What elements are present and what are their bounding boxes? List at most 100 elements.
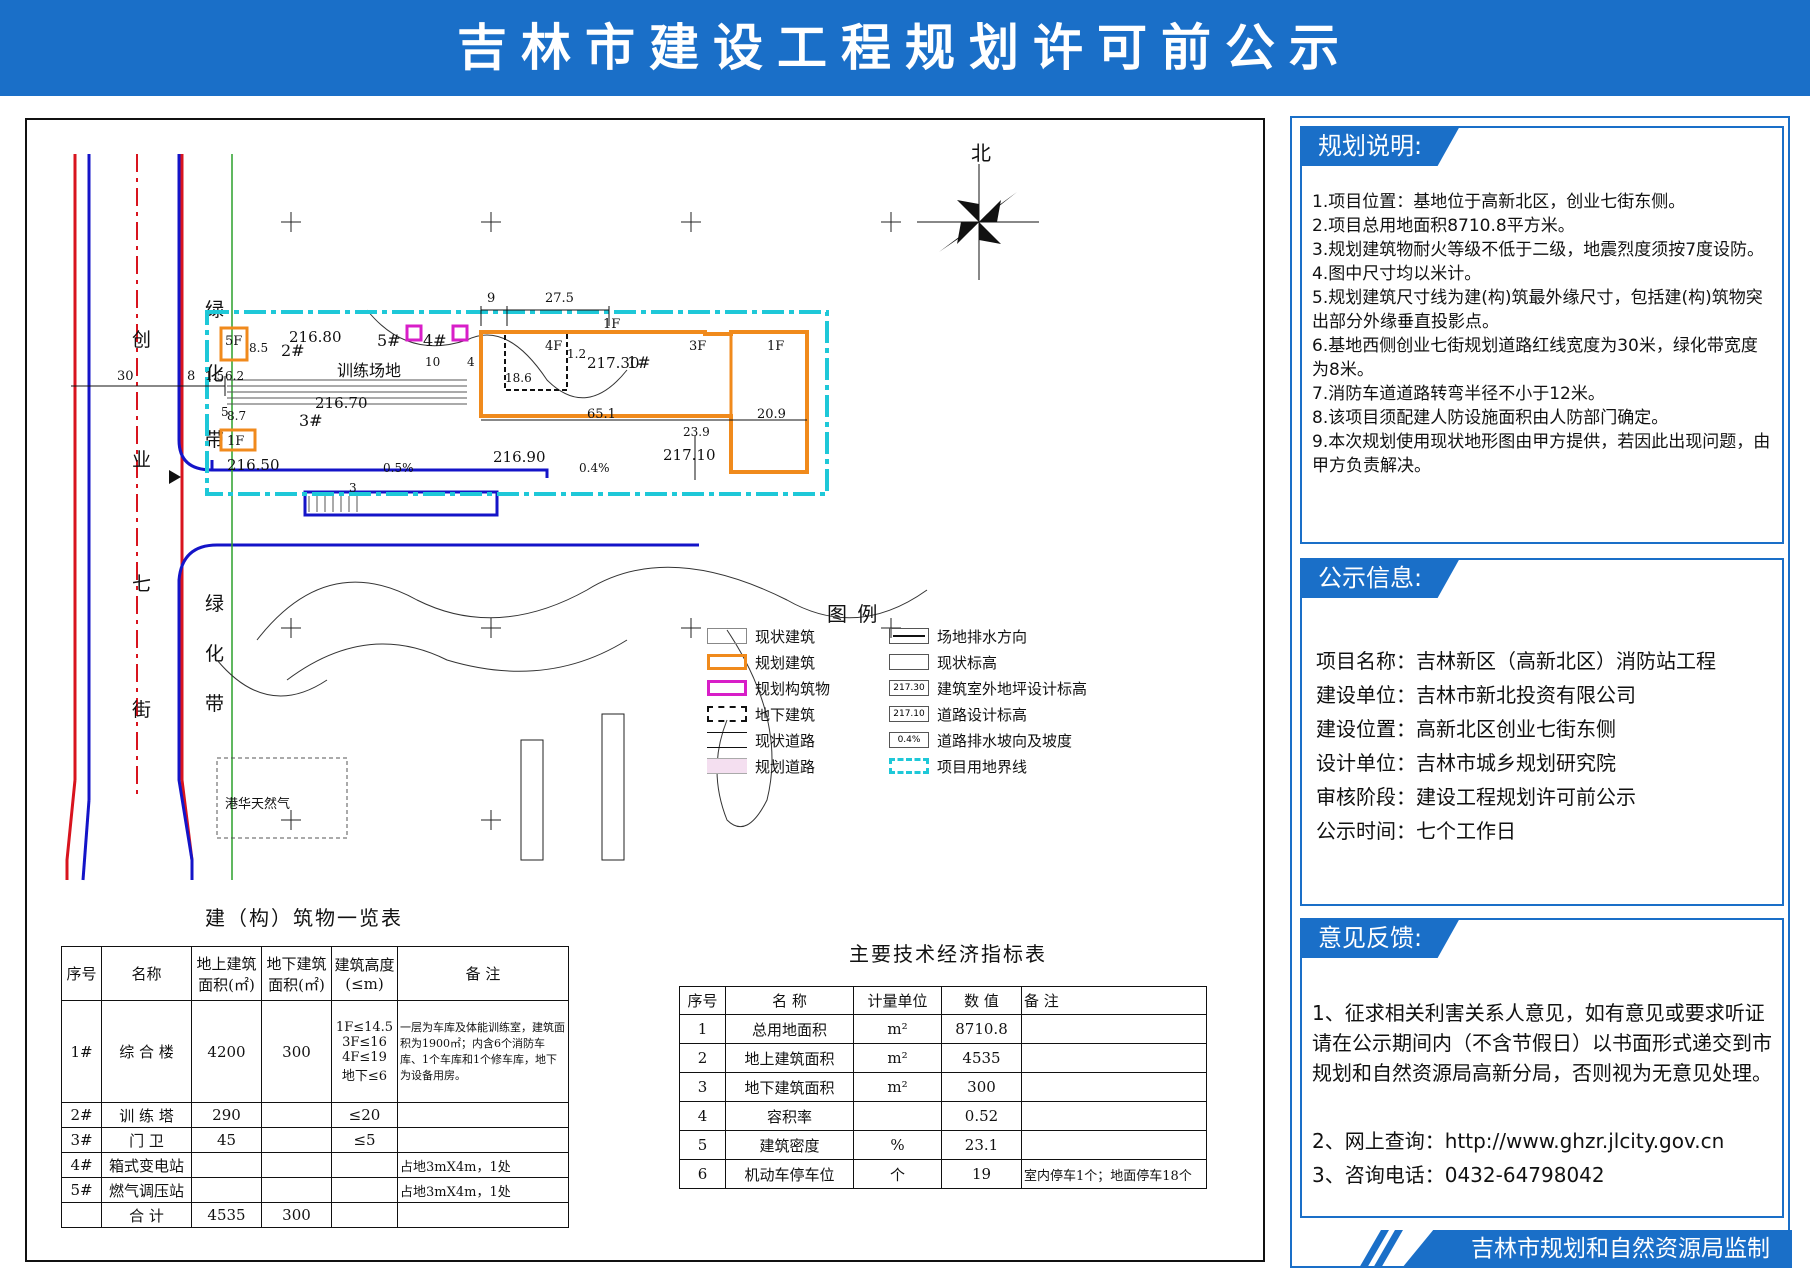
cell [1021, 1014, 1207, 1044]
cell: 一层为车库及体能训练室，建筑面积为1900㎡；内含6个消防车库、1个车库和1个修… [397, 1000, 569, 1103]
publicity-row: 审核阶段：建设工程规划许可前公示 [1316, 785, 1636, 809]
floor-tag: 5F [225, 334, 242, 349]
cell [191, 1152, 262, 1178]
cell: 3# [61, 1127, 102, 1153]
cell: 300 [261, 1202, 332, 1228]
planning-item: 2.项目总用地面积8710.8平方米。 [1312, 216, 1575, 236]
publicity-row: 建设单位：吉林市新北投资有限公司 [1316, 683, 1636, 707]
cell: 5 [679, 1130, 726, 1160]
table-row: 5 建筑密度 % 23.1 [679, 1130, 1207, 1160]
dimension-lines [71, 306, 807, 480]
dimension: 23.9 [683, 425, 710, 439]
roads [65, 154, 699, 881]
econ-table: 序号 名 称 计量单位 数 值 备 注 1 总用地面积 m² 8710.8 2 … [679, 986, 1207, 1189]
cell: 45 [191, 1127, 262, 1153]
elevation: 216.90 [493, 448, 546, 466]
dimension: 1.2 [567, 347, 586, 361]
cell [1021, 1101, 1207, 1131]
dimension: 3 [349, 481, 357, 495]
cell: ≤20 [331, 1102, 398, 1128]
planning-item: 1.项目位置：基地位于高新北区，创业七街东侧。 [1312, 192, 1686, 212]
planning-item: 7.消防车道道路转弯半径不小于12米。 [1312, 384, 1605, 404]
table-row: 1# 综 合 楼 4200 300 1F≤14.5 3F≤16 4F≤19 地下… [61, 1000, 569, 1103]
road-char: 业 [132, 449, 151, 471]
cell: 容积率 [725, 1101, 854, 1131]
table-header: 备 注 [397, 946, 569, 1001]
legend-label: 规划建筑 [755, 654, 816, 672]
structure-4 [451, 324, 469, 342]
table-header: 序号 [679, 986, 726, 1015]
cell: 合 计 [101, 1202, 192, 1228]
cell: 300 [261, 1000, 332, 1103]
table-row: 5# 燃气调压站 占地3mX4m，1处 [61, 1177, 569, 1203]
cell: ≤5 [331, 1127, 398, 1153]
cell: 4535 [941, 1043, 1022, 1073]
legend-label: 场地排水方向 [937, 628, 1028, 646]
legend-sample: 217.10 [889, 706, 929, 722]
footer-strip: 吉林市规划和自然资源局监制 [1292, 1230, 1792, 1268]
planning-item: 9.本次规划使用现状地形图由甲方提供，若因此出现问题，由甲方负责解决。 [1312, 432, 1771, 476]
north-arrow-icon [917, 164, 1039, 280]
cell: 训 练 塔 [101, 1102, 192, 1128]
planning-item: 3.规划建筑物耐火等级不低于二级，地震烈度须按7度设防。 [1312, 240, 1765, 260]
publicity-row: 建设位置：高新北区创业七街东侧 [1316, 717, 1616, 741]
cell: 室内停车1个；地面停车18个 [1021, 1159, 1207, 1189]
green-belt-char: 化 [205, 643, 224, 665]
cell: 1F≤14.5 3F≤16 4F≤19 地下≤6 [331, 1000, 398, 1103]
green-belt-char: 化 [205, 363, 224, 385]
floor-tag: 1F [767, 339, 784, 354]
table-row: 3 地下建筑面积 m² 300 [679, 1072, 1207, 1102]
cell [331, 1177, 398, 1203]
dimension: 4 [467, 355, 475, 369]
cell: 1# [61, 1000, 102, 1103]
cell: % [853, 1130, 942, 1160]
planning-item: 8.该项目须配建人防设施面积由人防部门确定。 [1312, 408, 1669, 428]
legend-label: 现状建筑 [755, 628, 816, 646]
cell: 门 卫 [101, 1127, 192, 1153]
table-header: 名 称 [725, 986, 854, 1015]
cell [1021, 1072, 1207, 1102]
table-row: 3# 门 卫 45 ≤5 [61, 1127, 569, 1153]
slope: 0.4% [579, 461, 610, 475]
cell: 5# [61, 1177, 102, 1203]
cell: 23.1 [941, 1130, 1022, 1160]
cell: m² [853, 1072, 942, 1102]
dimension: 6.2 [225, 369, 244, 383]
building-tag: 4# [423, 331, 447, 350]
legend-label: 建筑室外地坪设计标高 [937, 680, 1088, 698]
dimension: 20.9 [757, 407, 786, 422]
table-row: 4 容积率 0.52 [679, 1101, 1207, 1131]
entrance-arrow-icon [169, 470, 181, 484]
dimension: 30 [117, 369, 134, 384]
training-ground-label: 训练场地 [337, 361, 401, 380]
floor-tag: 4F [545, 339, 562, 354]
floor-tag: 3F [689, 339, 706, 354]
site-plan-svg: 创 业 七 街 绿 化 带 绿 化 带 港华天然气 [65, 141, 1039, 881]
planning-item: 4.图中尺寸均以米计。 [1312, 264, 1482, 284]
elevation: 216.80 [289, 328, 342, 346]
north-label: 北 [971, 141, 991, 165]
floor-tag: 1F [227, 434, 244, 449]
cell: 290 [191, 1102, 262, 1128]
building-3 [219, 428, 257, 452]
dimension: 1.5 [205, 369, 224, 383]
dimension: 18.6 [505, 371, 532, 385]
legend-label: 地下建筑 [755, 706, 816, 724]
green-belt-char: 带 [205, 693, 224, 715]
building-2 [219, 326, 249, 362]
feedback-item: 3、咨询电话：0432-64798042 [1312, 1163, 1605, 1187]
cell [397, 1102, 569, 1128]
legend-sample: 217.30 [889, 680, 929, 696]
cell: 4 [679, 1101, 726, 1131]
table-header: 地下建筑面积(㎡) [261, 946, 332, 1001]
title-banner: 吉林市建设工程规划许可前公示 [0, 0, 1810, 96]
cell: 综 合 楼 [101, 1000, 192, 1103]
legend-label: 道路设计标高 [937, 706, 1028, 724]
cell [1021, 1043, 1207, 1073]
table-header: 序号 [61, 946, 102, 1001]
cell: 6 [679, 1159, 726, 1189]
legend-label: 现状标高 [937, 654, 998, 672]
cell: 4# [61, 1152, 102, 1178]
table-header: 名称 [101, 946, 192, 1001]
cell: m² [853, 1043, 942, 1073]
